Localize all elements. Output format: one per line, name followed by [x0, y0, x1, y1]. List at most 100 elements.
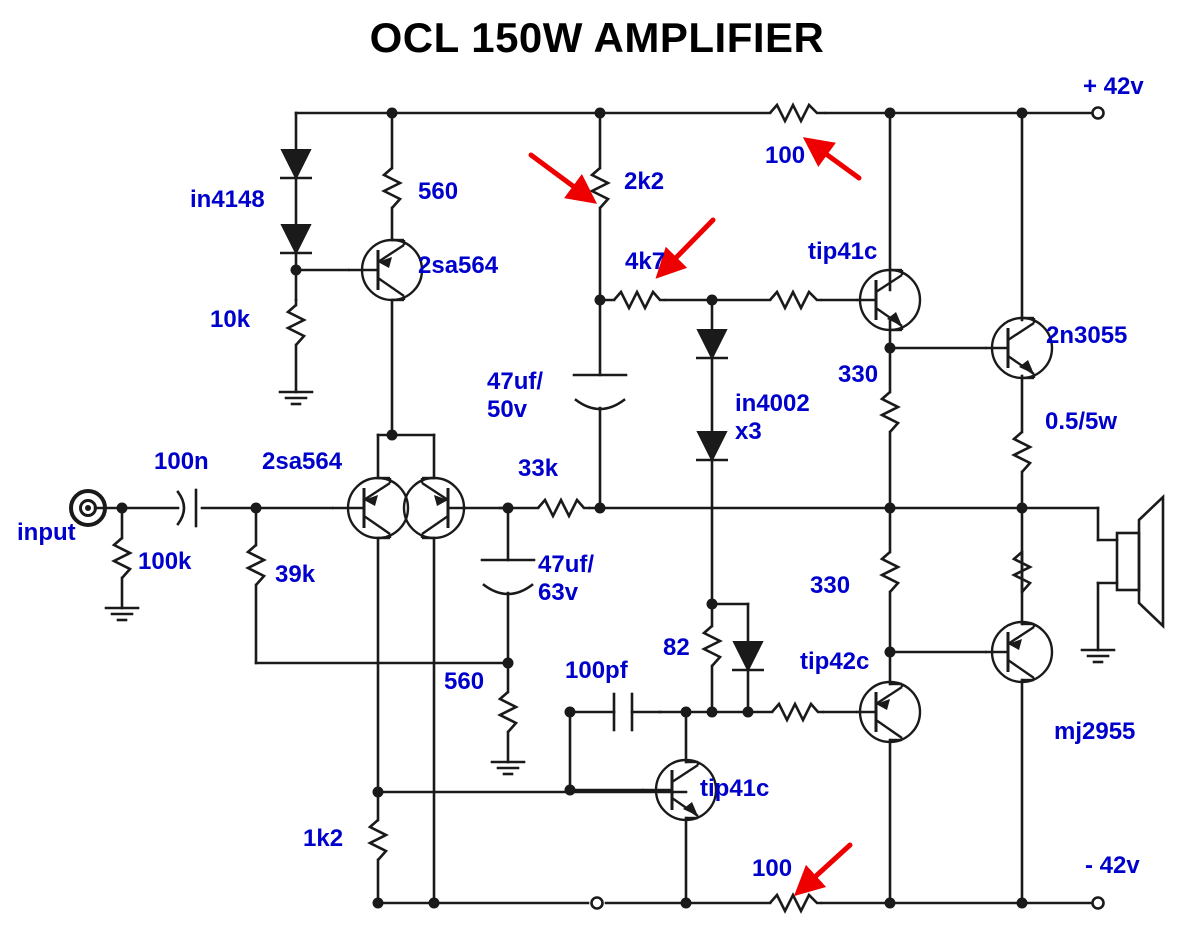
label-560-top: 560	[418, 178, 459, 205]
resistor-2k2-symbol	[589, 167, 611, 209]
input-jack-layer	[69, 489, 107, 527]
terminal-ground-neg-rail	[590, 896, 604, 910]
dot-tip41c-bot-collector	[680, 706, 692, 718]
resistor-lower-base-series-symbol	[771, 701, 824, 723]
page-title: OCL 150W AMPLIFIER	[369, 14, 825, 61]
arrow-pointing-4k7	[655, 217, 716, 279]
diode-bias-low-body	[732, 641, 764, 673]
arrow-pointing-100-top	[802, 137, 862, 181]
label-1k2: 1k2	[303, 825, 344, 852]
dot-1k2-top	[372, 786, 384, 798]
dot-feedback-560	[502, 657, 514, 669]
resistor-330-bot-symbol	[879, 551, 901, 593]
transistor-diff-left-arrow	[364, 495, 378, 506]
transistor-tip42c-arrow	[876, 699, 890, 710]
resistor-560-mid-symbol	[497, 691, 519, 733]
transistor-tip41c-bot-collector	[671, 763, 699, 784]
diodes-layer	[280, 149, 764, 673]
label-330-top: 330	[838, 361, 879, 388]
resistor-1k2-symbol	[367, 819, 389, 861]
resistor-05-5w-symbol	[1011, 431, 1033, 473]
dot-rail-2n3055	[1016, 107, 1028, 119]
transistor-2n3055-arrow	[1019, 360, 1034, 374]
label-2sa564-diff: 2sa564	[262, 448, 343, 475]
arrow-pointing-2k2	[528, 152, 598, 204]
dot-diode-base-rail	[742, 706, 754, 718]
resistors-layer	[111, 102, 1033, 914]
terminals-layer	[590, 106, 1105, 910]
transistor-diff-right-emitter	[421, 481, 449, 502]
input-jack-outer	[69, 489, 107, 527]
transistor-2sa564-top-emitter	[377, 243, 405, 264]
dot-out-330	[884, 502, 896, 514]
label-560-mid: 560	[444, 668, 485, 695]
label-05-5w: 0.5/5w	[1045, 408, 1118, 435]
speaker-cone	[1137, 493, 1165, 630]
transistor-diff-right-collector	[421, 515, 449, 535]
cap100n-plate-left	[176, 490, 186, 526]
label-100n: 100n	[154, 448, 209, 475]
resistor-33k-symbol	[537, 497, 590, 519]
resistor-82-symbol	[701, 625, 723, 667]
label-2n3055: 2n3055	[1046, 322, 1128, 349]
label-in4002-x3: in4002 x3	[735, 390, 810, 445]
dot-diff-tail	[386, 429, 398, 441]
resistor-100-bot-symbol	[769, 892, 822, 914]
resistor-4k7-symbol	[613, 289, 666, 311]
transistor-diff-right-arrow	[434, 495, 448, 506]
transistor-tip41c-bot-arrow	[683, 802, 698, 816]
label-330-bot: 330	[810, 572, 851, 599]
label-2sa564-top: 2sa564	[418, 252, 499, 279]
dot-diode-base	[290, 264, 302, 276]
label-tip41c-top: tip41c	[808, 238, 878, 265]
label-100-top: 100	[765, 142, 806, 169]
label-tip42c: tip42c	[800, 648, 870, 675]
wires-layer	[93, 111, 1119, 905]
dot-base-39k	[250, 502, 262, 514]
label-4k7: 4k7	[625, 248, 666, 275]
label-plus-42v: + 42v	[1083, 73, 1144, 100]
terminal-minus42v	[1091, 896, 1105, 910]
transistor-tip42c-collector	[875, 719, 903, 739]
transistor-tip42c-emitter	[875, 685, 903, 706]
transistors-layer	[332, 238, 1054, 822]
label-100pf: 100pf	[565, 657, 628, 684]
input-jack-inner	[79, 499, 97, 517]
label-47uf-50v: 47uf/ 50v	[487, 368, 544, 423]
resistor-39k-symbol	[245, 544, 267, 586]
transistor-mj2955-emitter	[1007, 625, 1035, 646]
transistor-2sa564-top-collector	[377, 277, 405, 297]
transistor-tip41c-top-arrow	[887, 312, 902, 326]
resistor-05-5w-low-symbol	[1011, 551, 1033, 593]
resistor-330-top-symbol	[879, 391, 901, 433]
label-47uf-63v: 47uf/ 63v	[538, 551, 595, 606]
transistor-2n3055-collector	[1007, 321, 1035, 342]
dot-neg-tip42c	[884, 897, 896, 909]
label-tip41c-bot: tip41c	[700, 775, 770, 802]
annotation-arrows-layer	[528, 137, 862, 897]
dot-100pf-down	[564, 784, 576, 796]
dot-82-diode-top	[706, 598, 718, 610]
dot-rail-560	[386, 107, 398, 119]
dot-out-05ohm	[1016, 502, 1028, 514]
label-input: input	[17, 519, 76, 546]
dot-2k2-4k7	[594, 294, 606, 306]
resistor-100-top-symbol	[769, 102, 826, 124]
dot-rail-2k2	[594, 107, 606, 119]
label-2k2: 2k2	[624, 168, 665, 195]
dot-input-100k	[116, 502, 128, 514]
transistor-mj2955-arrow	[1008, 639, 1022, 650]
transistor-diff-left-emitter	[363, 481, 391, 502]
dot-out-cap4750	[594, 502, 606, 514]
dot-neg-q5	[428, 897, 440, 909]
dot-neg-tip41c	[680, 897, 692, 909]
label-mj2955: mj2955	[1054, 718, 1136, 745]
diode-in4002-1-body	[696, 329, 728, 361]
transistor-diff-left-collector	[363, 515, 391, 535]
dot-tip41c-emitter	[884, 342, 896, 354]
dot-82-base-rail	[706, 706, 718, 718]
terminal-plus42v	[1091, 106, 1105, 120]
resistor-top-base-series-symbol	[769, 289, 822, 311]
